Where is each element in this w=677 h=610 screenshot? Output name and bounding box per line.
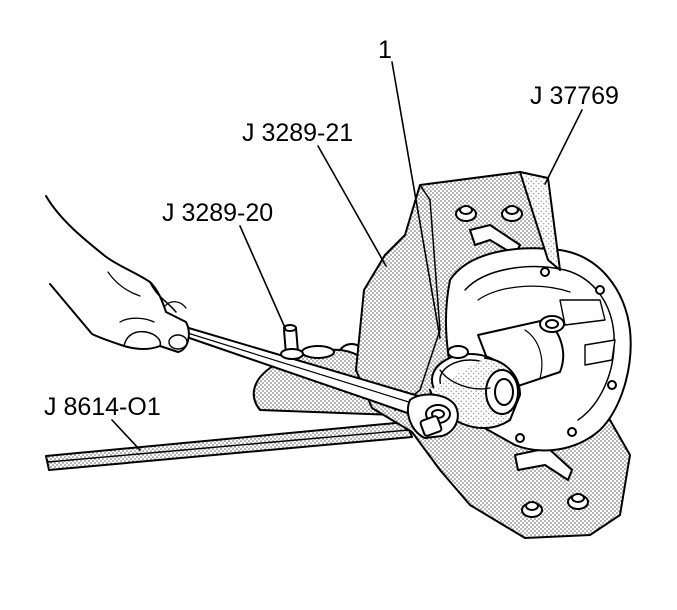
leader-j3289-20 [239, 225, 287, 331]
adapter-stud-j3289-20 [280, 324, 304, 360]
fixture-bolt [567, 493, 589, 510]
fixture-bolt [501, 205, 523, 222]
torque-wrench [171, 325, 459, 439]
j37769-label: J 37769 [530, 82, 619, 110]
j3289-21-label: J 3289-21 [242, 119, 353, 147]
leader-j3289-21 [317, 145, 387, 267]
fixture-bolt [521, 501, 543, 518]
holding-bar-j8614-01 [45, 421, 413, 471]
leader-j8614-01 [111, 419, 141, 451]
leader-lines [111, 61, 583, 451]
j3289-20-label: J 3289-20 [162, 199, 273, 227]
j8614-01-label: J 8614-O1 [44, 393, 161, 421]
callout-1-label: 1 [378, 36, 392, 64]
fixture-bolt [455, 205, 477, 222]
leader-j37769 [544, 109, 583, 185]
leader-callout-1 [391, 61, 441, 339]
tool-j37769 [519, 171, 561, 271]
technician-hand [45, 195, 190, 353]
